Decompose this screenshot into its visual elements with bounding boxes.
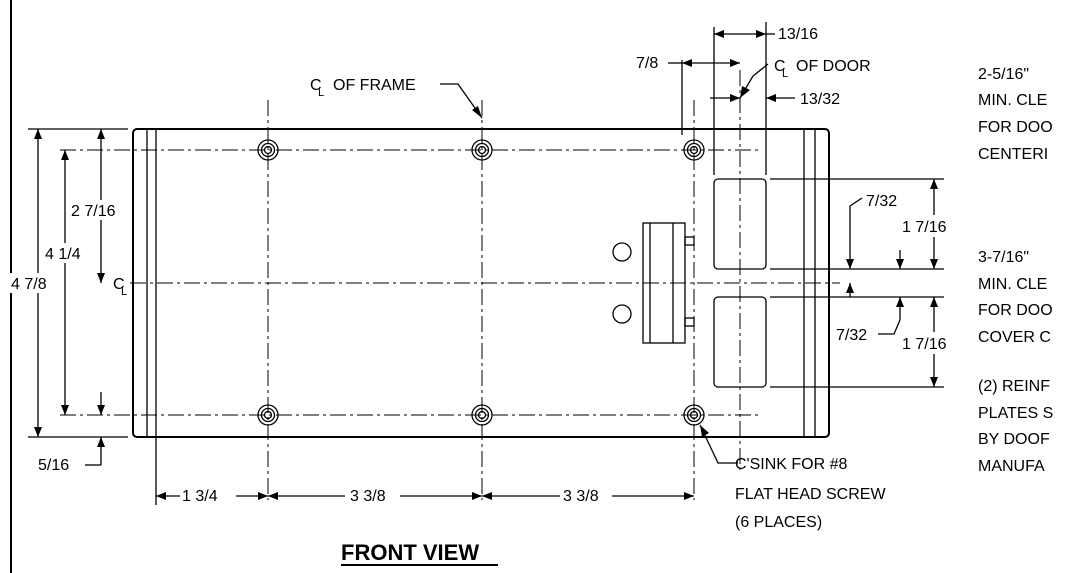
countersink-hole xyxy=(471,139,493,161)
svg-text:C: C xyxy=(774,58,786,75)
svg-text:PLATES S: PLATES S xyxy=(978,405,1053,422)
view-title: FRONT VIEW xyxy=(341,540,479,565)
centerline-symbol-door: C L xyxy=(774,58,788,80)
dim-5-16: 5/16 xyxy=(38,457,69,474)
countersink-note: C'SINK FOR #8 FLAT HEAD SCREW (6 PLACES) xyxy=(735,456,886,531)
dim-1-7-16-bottom: 1 7/16 xyxy=(902,336,947,353)
reinforcement-note: (2) REINF PLATES S BY DOOF MANUFA xyxy=(978,378,1053,475)
door-centerline-label: OF DOOR xyxy=(796,58,871,75)
frame-centerline-label: OF FRAME xyxy=(333,77,416,94)
mounting-hole xyxy=(612,242,632,262)
svg-text:3-7/16": 3-7/16" xyxy=(978,249,1029,266)
dim-13-16: 13/16 xyxy=(778,26,818,43)
svg-text:BY DOOF: BY DOOF xyxy=(978,431,1050,448)
dim-2-7-16: 2 7/16 xyxy=(71,203,116,220)
svg-text:FOR DOO: FOR DOO xyxy=(978,302,1053,319)
clearance-note-door-centerline: 2-5/16" MIN. CLE FOR DOO CENTERI xyxy=(978,66,1053,163)
svg-text:MIN. CLE: MIN. CLE xyxy=(978,92,1047,109)
svg-text:MIN. CLE: MIN. CLE xyxy=(978,276,1047,293)
clearance-note-door-cover: 3-7/16" MIN. CLE FOR DOO COVER C xyxy=(978,249,1053,346)
leader-countersink xyxy=(699,424,738,464)
countersink-hole xyxy=(257,404,279,426)
svg-text:FOR DOO: FOR DOO xyxy=(978,119,1053,136)
countersink-hole xyxy=(683,139,705,161)
dim-1-7-16-top: 1 7/16 xyxy=(902,219,947,236)
centerline-symbol-frame: C L xyxy=(310,77,324,99)
svg-text:C'SINK FOR #8: C'SINK FOR #8 xyxy=(735,456,848,473)
svg-text:2-5/16": 2-5/16" xyxy=(978,66,1029,83)
dim-4-7-8: 4 7/8 xyxy=(11,276,47,293)
dim-7-32-top: 7/32 xyxy=(866,193,897,210)
centerline-symbol-horizontal: C L xyxy=(113,276,127,298)
svg-text:(6 PLACES): (6 PLACES) xyxy=(735,514,822,531)
svg-text:L: L xyxy=(121,286,127,298)
door-cutout-top xyxy=(713,178,767,270)
dim-13-32: 13/32 xyxy=(800,91,840,108)
svg-text:FLAT HEAD SCREW: FLAT HEAD SCREW xyxy=(735,486,886,503)
svg-text:CENTERI: CENTERI xyxy=(978,146,1048,163)
svg-text:MANUFA: MANUFA xyxy=(978,458,1045,475)
svg-text:(2) REINF: (2) REINF xyxy=(978,378,1050,395)
strike-block xyxy=(642,222,695,344)
svg-text:C: C xyxy=(113,276,125,293)
dim-3-3-8-b: 3 3/8 xyxy=(563,488,599,505)
mounting-hole xyxy=(612,304,632,324)
dim-4-1-4: 4 1/4 xyxy=(45,246,81,263)
svg-text:COVER C: COVER C xyxy=(978,329,1051,346)
leader-frame-centerline xyxy=(440,83,483,119)
countersink-hole xyxy=(471,404,493,426)
countersink-hole xyxy=(257,139,279,161)
countersink-hole xyxy=(683,404,705,426)
svg-text:L: L xyxy=(318,87,324,99)
dim-7-32-bottom: 7/32 xyxy=(836,327,867,344)
dim-3-3-8-a: 3 3/8 xyxy=(350,488,386,505)
dim-1-3-4: 1 3/4 xyxy=(182,488,218,505)
svg-text:L: L xyxy=(782,68,788,80)
door-cutout-bottom xyxy=(713,296,767,388)
dim-7-8: 7/8 xyxy=(636,55,658,72)
svg-text:C: C xyxy=(310,77,322,94)
